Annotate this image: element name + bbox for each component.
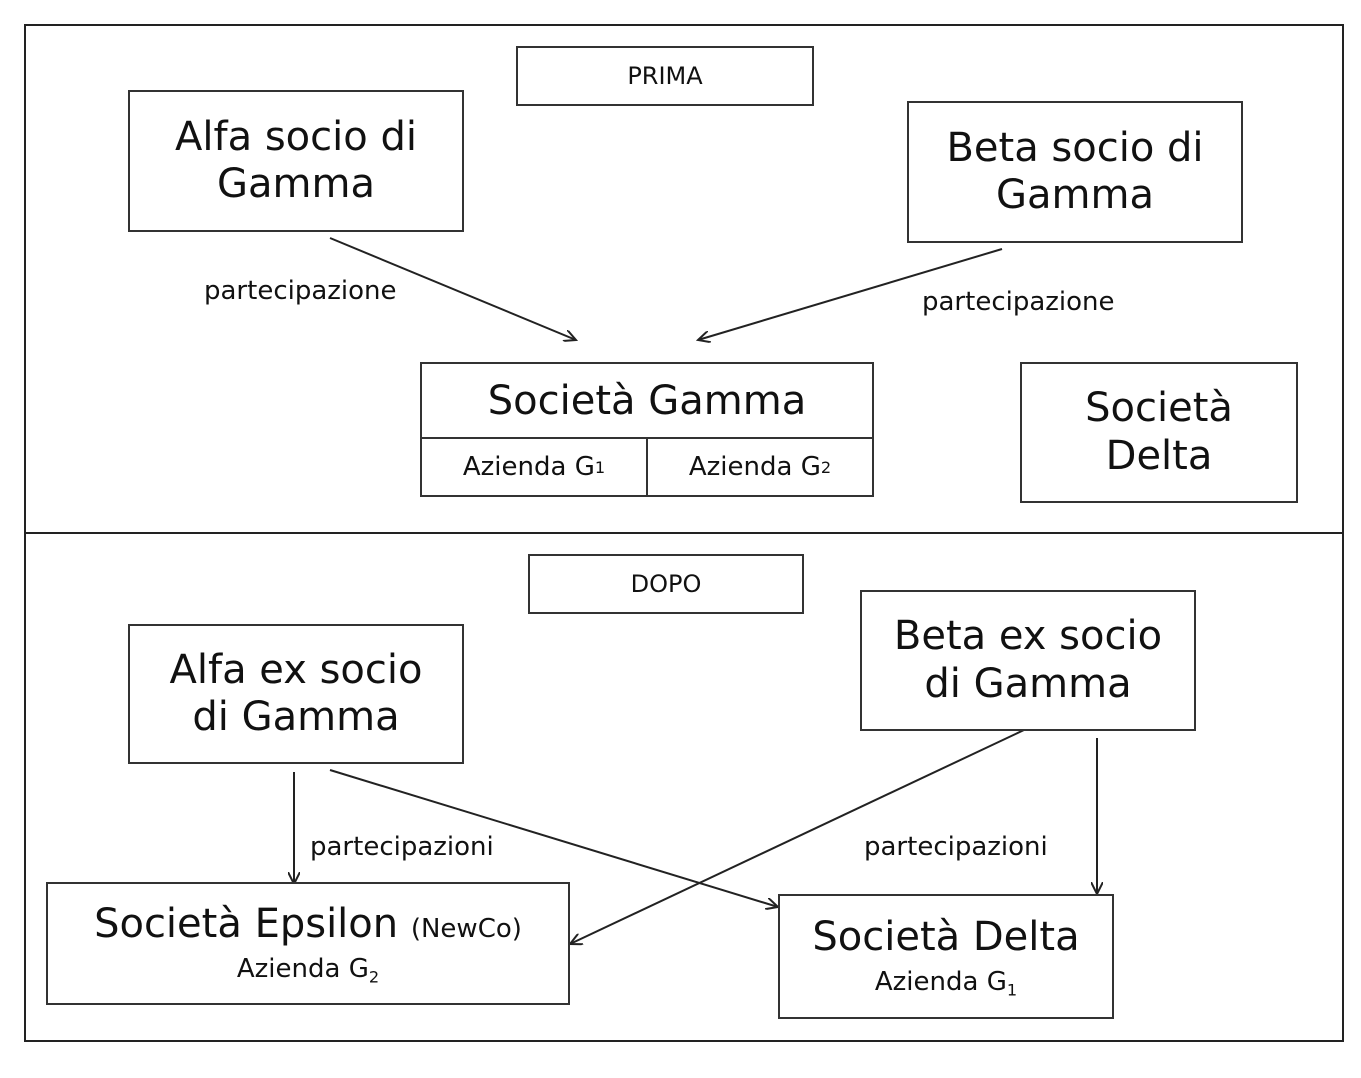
after-alfa-line-1: Alfa ex socio: [169, 646, 423, 693]
before-beta-line-2: Gamma: [996, 172, 1154, 218]
after-alfa-box: Alfa ex socio di Gamma: [128, 624, 464, 764]
after-title-box: DOPO: [528, 554, 804, 614]
gamma-azienda-2-sub: 2: [820, 457, 832, 477]
after-beta-line-1: Beta ex socio: [893, 613, 1163, 660]
before-delta-line-1: Società: [1085, 385, 1233, 432]
before-edge-label-right: partecipazione: [922, 287, 1115, 317]
epsilon-azienda-sub: 2: [368, 967, 380, 987]
before-alfa-box: Alfa socio di Gamma: [128, 90, 464, 232]
before-beta-line-1: Beta socio di: [946, 124, 1204, 171]
epsilon-newco-tag: (NewCo): [410, 913, 522, 944]
after-delta-box: Società Delta Azienda G1: [778, 894, 1114, 1019]
before-title-box: PRIMA: [516, 46, 814, 106]
after-beta-box: Beta ex socio di Gamma: [860, 590, 1196, 731]
gamma-azienda-2-text: Azienda G: [688, 452, 821, 482]
arrow-alfa-to-gamma: [329, 237, 576, 340]
before-delta-line-2: Delta: [1105, 432, 1213, 479]
before-alfa-line-1: Alfa socio di: [175, 113, 417, 160]
before-title: PRIMA: [627, 61, 703, 90]
gamma-company-name: Società Gamma: [422, 364, 872, 439]
before-beta-box: Beta socio di Gamma: [907, 101, 1243, 243]
arrow-beta-to-epsilon: [570, 729, 1025, 944]
epsilon-azienda: Azienda G2: [237, 954, 379, 987]
gamma-azienda-1-sub: 1: [594, 457, 606, 477]
epsilon-company-title: Società Epsilon (NewCo): [94, 901, 522, 948]
before-edge-label-left: partecipazione: [204, 276, 397, 306]
epsilon-azienda-text: Azienda G: [236, 953, 369, 984]
arrow-beta-to-gamma: [698, 248, 1003, 340]
after-beta-line-2: di Gamma: [924, 660, 1132, 707]
after-delta-azienda: Azienda G1: [875, 967, 1017, 1000]
epsilon-company-box: Società Epsilon (NewCo) Azienda G2: [46, 882, 570, 1005]
gamma-azienda-1-text: Azienda G: [462, 452, 595, 482]
after-edge-label-right: partecipazioni: [864, 832, 1048, 862]
after-edge-label-left: partecipazioni: [310, 832, 494, 862]
before-delta-box: Società Delta: [1020, 362, 1298, 503]
arrow-alfa-to-delta: [329, 769, 778, 907]
after-delta-azienda-text: Azienda G: [874, 966, 1007, 997]
after-alfa-line-2: di Gamma: [192, 694, 400, 740]
before-alfa-line-2: Gamma: [217, 161, 375, 207]
after-title: DOPO: [630, 569, 702, 598]
after-delta-name: Società Delta: [812, 913, 1080, 960]
epsilon-company-name: Società Epsilon: [94, 900, 399, 947]
after-section-frame: [24, 532, 1344, 1042]
after-delta-azienda-sub: 1: [1006, 980, 1018, 1000]
